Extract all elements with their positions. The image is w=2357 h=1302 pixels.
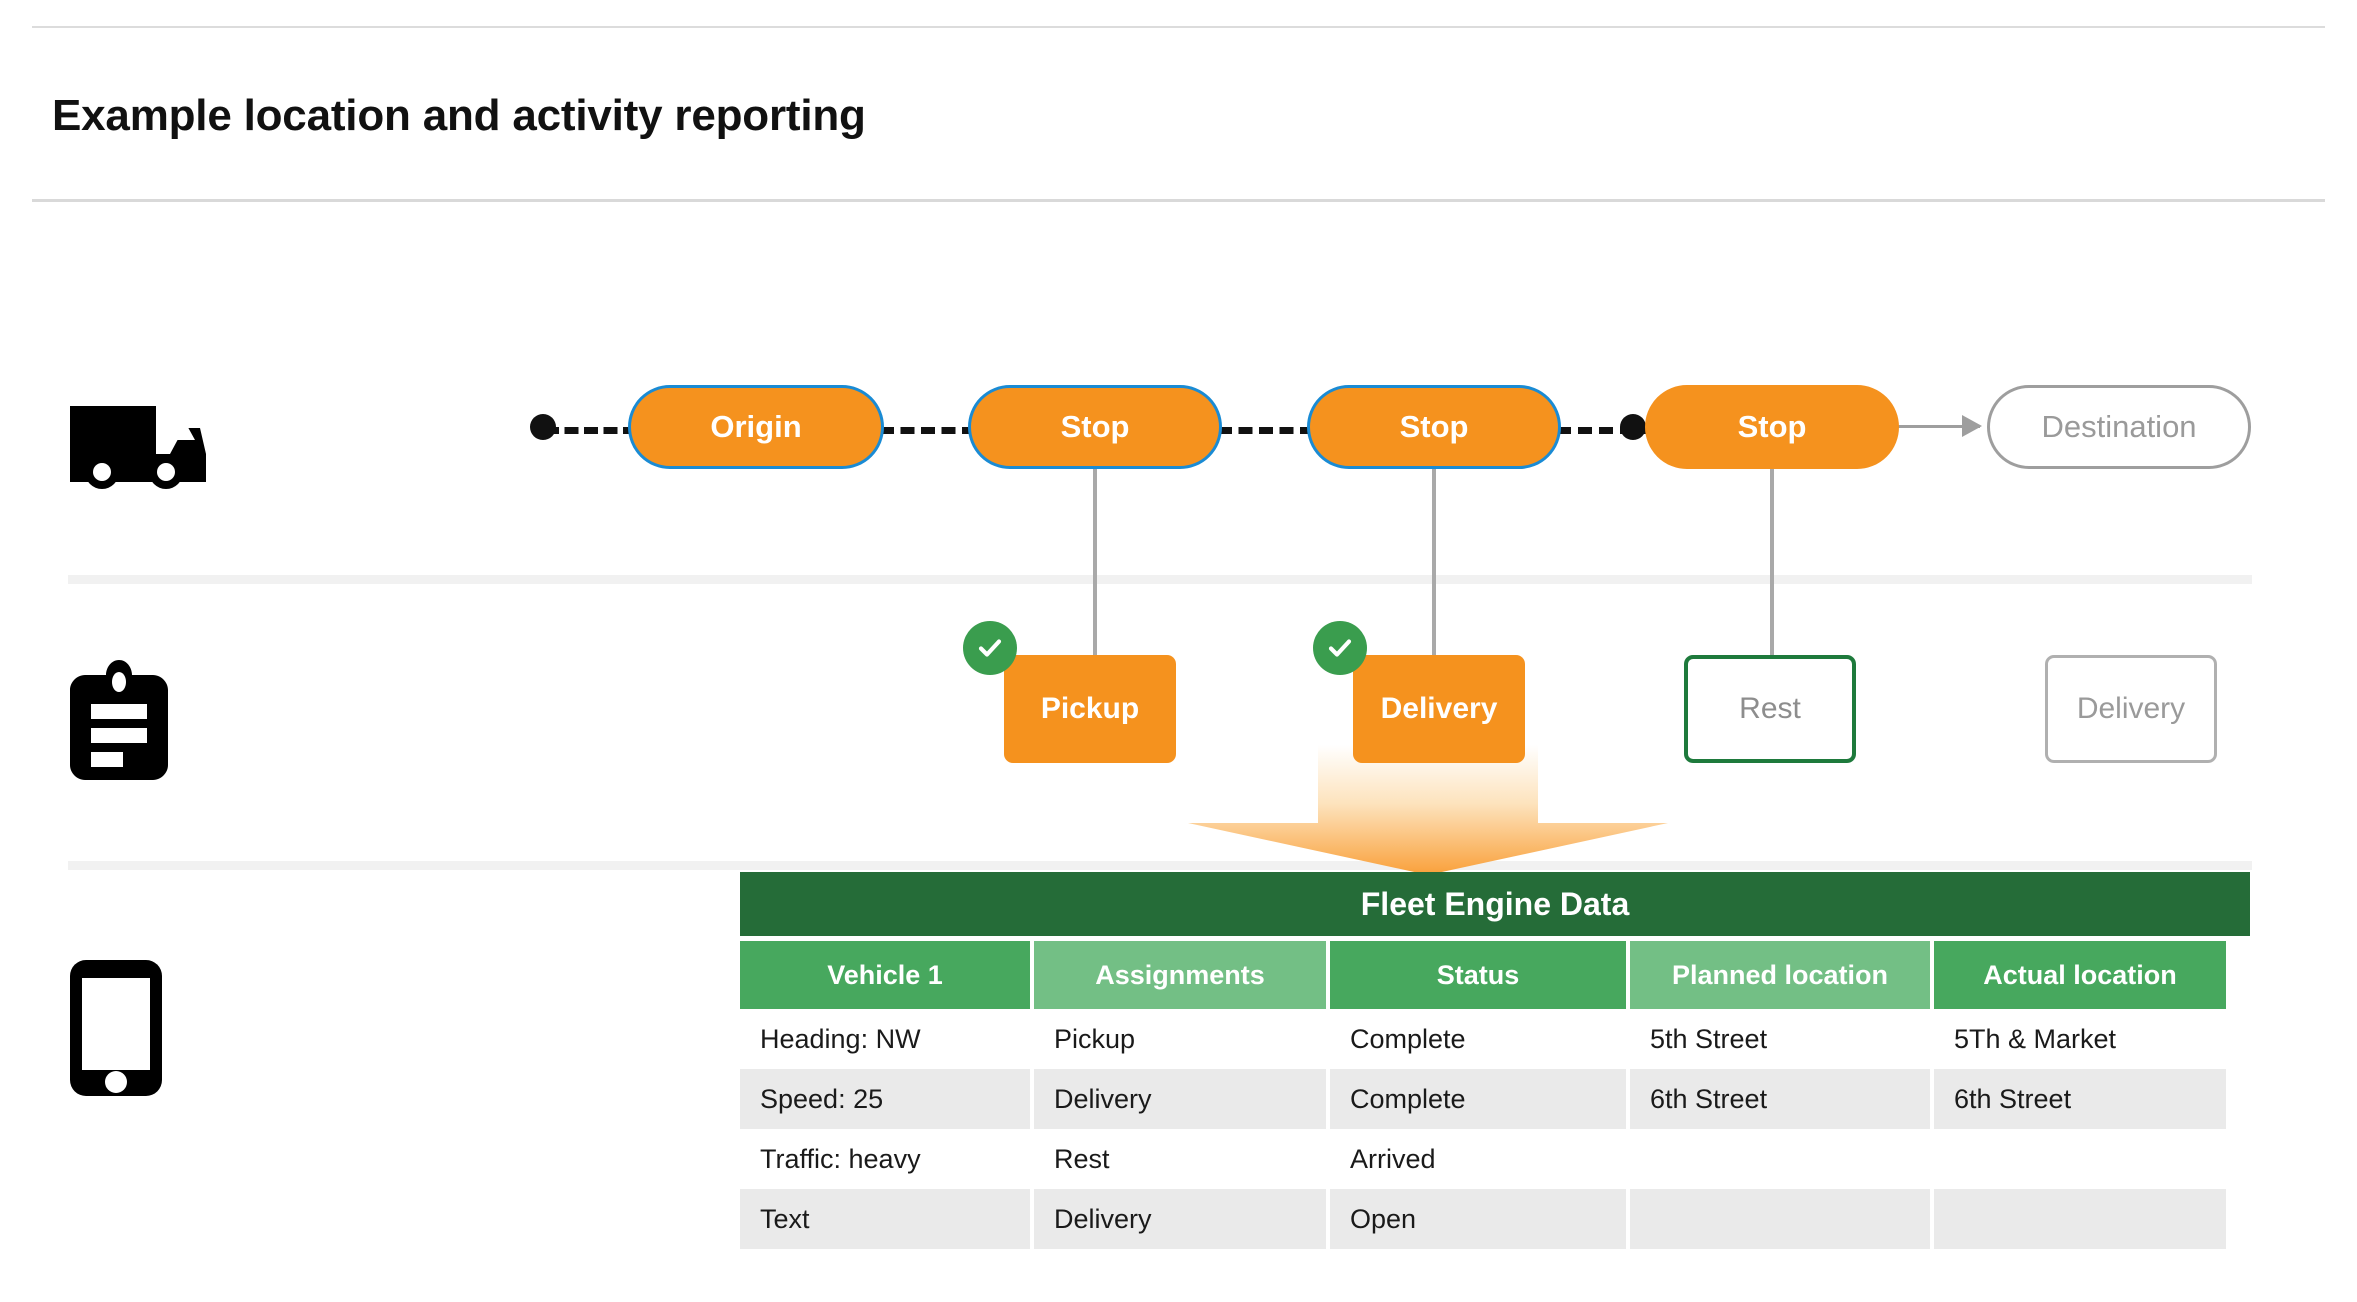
activity-rest[interactable]: Rest (1684, 655, 1856, 763)
table-title: Fleet Engine Data (740, 872, 2250, 936)
header-rule-top (32, 26, 2325, 28)
truck-icon (68, 400, 206, 497)
table-cell: Arrived (1330, 1129, 1626, 1189)
clipboard-icon (70, 660, 188, 785)
phone-icon (68, 958, 164, 1103)
table-cell: Text (740, 1189, 1030, 1249)
table-header-row: Vehicle 1 Assignments Status Planned loc… (740, 941, 2250, 1009)
row-divider-activity-data (68, 861, 2252, 870)
table-cell: 5Th & Market (1934, 1009, 2226, 1069)
connector-stop2-delivery (1432, 465, 1436, 660)
fleet-engine-table: Fleet Engine Data Vehicle 1 Assignments … (740, 872, 2250, 1249)
table-column-header: Assignments (1034, 941, 1326, 1009)
activity-delivery[interactable]: Delivery (1353, 655, 1525, 763)
activity-delivery-pending[interactable]: Delivery (2045, 655, 2217, 763)
route-stop-label: Origin (710, 409, 802, 444)
route-stop-origin[interactable]: Origin (628, 385, 884, 469)
table-cell: 6th Street (1934, 1069, 2226, 1129)
activity-label: Delivery (1380, 692, 1498, 725)
table-cell: Speed: 25 (740, 1069, 1030, 1129)
destination-arrow-line (1898, 425, 1980, 428)
table-column-header: Actual location (1934, 941, 2226, 1009)
route-stop-1[interactable]: Stop (968, 385, 1222, 469)
table-cell: Complete (1330, 1009, 1626, 1069)
table-cell: Delivery (1034, 1069, 1326, 1129)
table-cell: Heading: NW (740, 1009, 1030, 1069)
activity-label: Rest (1739, 692, 1801, 725)
route-stop-label: Stop (1060, 409, 1130, 444)
route-dash-segment (1218, 427, 1314, 434)
route-stop-label: Stop (1737, 409, 1807, 444)
check-icon (963, 621, 1017, 675)
table-cell: Rest (1034, 1129, 1326, 1189)
table-cell: Traffic: heavy (740, 1129, 1030, 1189)
activity-label: Pickup (1040, 692, 1140, 725)
table-cell (1630, 1129, 1930, 1189)
activity-pickup[interactable]: Pickup (1004, 655, 1176, 763)
route-stop-3[interactable]: Stop (1645, 385, 1899, 469)
table-column-header: Status (1330, 941, 1626, 1009)
table-row: Traffic: heavy Rest Arrived (740, 1129, 2250, 1189)
destination-arrow-head (1962, 415, 1982, 437)
connector-stop1-pickup (1093, 465, 1097, 660)
table-cell (1934, 1189, 2226, 1249)
connector-stop3-rest (1770, 465, 1774, 660)
activity-label: Delivery (2076, 692, 2186, 725)
check-icon (1313, 621, 1367, 675)
table-row: Heading: NW Pickup Complete 5th Street 5… (740, 1009, 2250, 1069)
route-dash-segment (880, 427, 976, 434)
table-cell: Complete (1330, 1069, 1626, 1129)
route-current-dot (1620, 414, 1646, 440)
table-cell: Pickup (1034, 1009, 1326, 1069)
route-destination[interactable]: Destination (1987, 385, 2251, 469)
table-row: Speed: 25 Delivery Complete 6th Street 6… (740, 1069, 2250, 1129)
table-cell: 6th Street (1630, 1069, 1930, 1129)
table-cell (1630, 1189, 1930, 1249)
table-cell: 5th Street (1630, 1009, 1930, 1069)
row-divider-route-activity (68, 575, 2252, 584)
header-rule-bottom (32, 199, 2325, 202)
flow-down-arrow-icon (1168, 745, 1688, 875)
route-dash-segment (1557, 427, 1655, 434)
table-cell: Delivery (1034, 1189, 1326, 1249)
table-column-header: Planned location (1630, 941, 1930, 1009)
table-cell: Open (1330, 1189, 1626, 1249)
table-row: Text Delivery Open (740, 1189, 2250, 1249)
page-title: Example location and activity reporting (52, 91, 866, 141)
route-stop-2[interactable]: Stop (1307, 385, 1561, 469)
table-cell (1934, 1129, 2226, 1189)
route-start-dot (530, 414, 556, 440)
route-stop-label: Destination (2041, 409, 2197, 444)
table-column-header: Vehicle 1 (740, 941, 1030, 1009)
route-stop-label: Stop (1399, 409, 1469, 444)
route-dash-segment (545, 427, 637, 434)
